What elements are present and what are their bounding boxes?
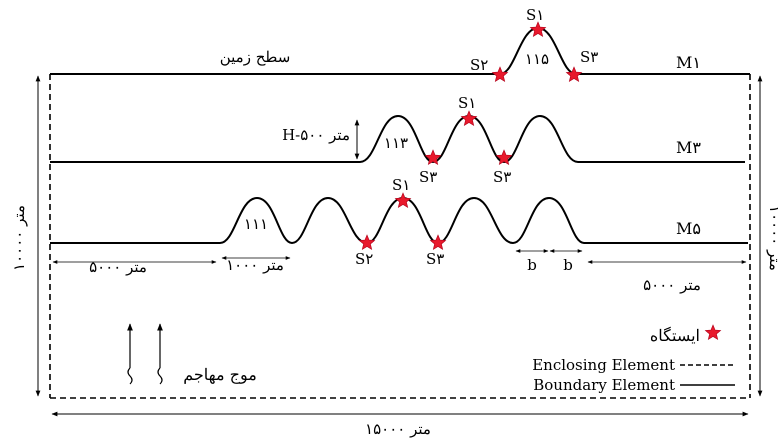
legend: ایستگاه Enclosing Element Boundary Eleme… <box>532 324 735 394</box>
dist-5000-right-label: ۵۰۰۰ متر <box>643 276 701 294</box>
incident-wave-label: موج مهاجم <box>183 365 257 384</box>
legend-station-label: ایستگاه <box>650 326 700 345</box>
m1-station-s2: S۲ <box>470 56 488 74</box>
m1-boundary-line <box>50 26 750 75</box>
m3-station-s1: S۱ <box>458 94 476 112</box>
enclosing-element-box <box>49 74 751 399</box>
m3-station-s3b: S۳ <box>493 168 511 186</box>
station-star <box>565 66 583 83</box>
dist-1000-label: ۱۰۰۰ متر <box>226 256 284 274</box>
m5-hill-label: ۱۱۱ <box>244 215 268 233</box>
m1-label: M۱ <box>676 53 701 72</box>
b2-label: b <box>563 256 573 274</box>
depth-right-label: ۱۰۰۰۰ متر <box>766 205 778 271</box>
m5-station-s3: S۳ <box>426 250 444 268</box>
height-label: H-۵۰۰ متر <box>282 126 350 144</box>
m3-hill-label: ۱۱۳ <box>384 134 408 152</box>
legend-enclosing-label: Enclosing Element <box>532 356 675 374</box>
station-star <box>529 21 547 38</box>
station-star <box>424 149 442 166</box>
m1-station-s1: S۱ <box>526 6 544 24</box>
station-stars <box>358 21 583 251</box>
width-bottom-label: ۱۵۰۰۰ متر <box>365 420 431 438</box>
legend-star-icon <box>704 324 722 341</box>
station-star <box>460 110 478 127</box>
b1-label: b <box>527 256 537 274</box>
m5-station-s1: S۱ <box>392 176 410 194</box>
dist-5000-left-label: ۵۰۰۰ متر <box>89 258 147 276</box>
station-star <box>491 66 509 83</box>
m1-station-s3: S۳ <box>580 48 598 66</box>
depth-left-label: ۱۰۰۰۰ متر <box>10 205 28 271</box>
legend-boundary-label: Boundary Element <box>533 376 675 394</box>
m3-station-s3a: S۳ <box>419 168 437 186</box>
m5-label: M۵ <box>676 219 701 238</box>
station-star <box>495 149 513 166</box>
m1-hill-label: ۱۱۵ <box>525 50 549 68</box>
station-star <box>358 234 376 251</box>
station-star <box>429 234 447 251</box>
m5-station-s2: S۲ <box>355 250 373 268</box>
m3-label: M۳ <box>676 138 701 157</box>
ground-surface-label: سطح زمین <box>220 48 291 66</box>
station-star <box>394 192 412 209</box>
incident-wave-arrows <box>127 323 163 385</box>
